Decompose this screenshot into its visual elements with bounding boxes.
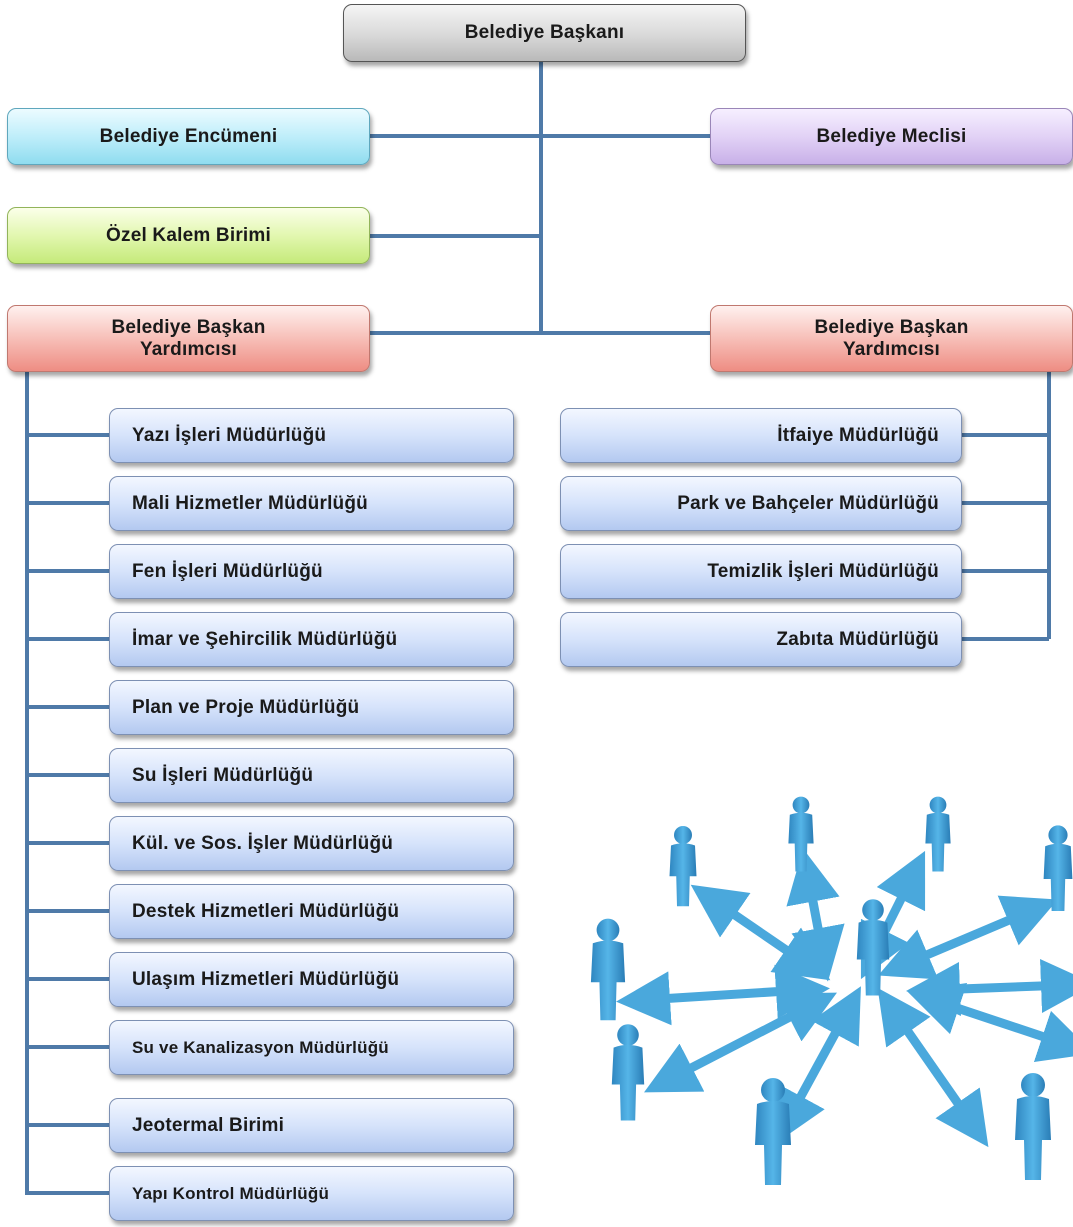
left-unit: Su ve Kanalizasyon Müdürlüğü (109, 1020, 514, 1075)
left-unit: Kül. ve Sos. İşler Müdürlüğü (109, 816, 514, 871)
left-unit-label: Destek Hizmetleri Müdürlüğü (132, 900, 400, 922)
deputy-right-line2: Yardımcısı (842, 338, 941, 360)
left-unit-label: Ulaşım Hizmetleri Müdürlüğü (132, 968, 400, 990)
deputy-left-line1: Belediye Başkan (111, 316, 266, 338)
left-unit: Yapı Kontrol Müdürlüğü (109, 1166, 514, 1221)
left-unit: Destek Hizmetleri Müdürlüğü (109, 884, 514, 939)
left-unit-label: Su İşleri Müdürlüğü (132, 764, 314, 786)
left-unit-label: Su ve Kanalizasyon Müdürlüğü (132, 1037, 389, 1057)
left-unit: Yazı İşleri Müdürlüğü (109, 408, 514, 463)
left-unit: Fen İşleri Müdürlüğü (109, 544, 514, 599)
left-unit-label: Fen İşleri Müdürlüğü (132, 560, 323, 582)
deputy-right-box: Belediye Başkan Yardımcısı (710, 305, 1073, 372)
ozel-kalem-label: Özel Kalem Birimi (106, 224, 271, 246)
left-unit: Jeotermal Birimi (109, 1098, 514, 1153)
people-network-icon (590, 796, 1073, 1185)
left-unit: Plan ve Proje Müdürlüğü (109, 680, 514, 735)
right-unit-label: Temizlik İşleri Müdürlüğü (707, 560, 939, 582)
left-unit-label: Kül. ve Sos. İşler Müdürlüğü (132, 832, 394, 854)
meclis-box: Belediye Meclisi (710, 108, 1073, 165)
left-unit: Ulaşım Hizmetleri Müdürlüğü (109, 952, 514, 1007)
encumen-label: Belediye Encümeni (99, 125, 278, 147)
deputy-right-line1: Belediye Başkan (814, 316, 969, 338)
left-unit-label: Mali Hizmetler Müdürlüğü (132, 492, 368, 514)
left-unit: İmar ve Şehircilik Müdürlüğü (109, 612, 514, 667)
deputy-left-line2: Yardımcısı (139, 338, 238, 360)
deputy-left-box: Belediye Başkan Yardımcısı (7, 305, 370, 372)
right-unit: Zabıta Müdürlüğü (560, 612, 962, 667)
right-unit: İtfaiye Müdürlüğü (560, 408, 962, 463)
mayor-label: Belediye Başkanı (464, 22, 625, 43)
right-unit-label: Park ve Bahçeler Müdürlüğü (677, 492, 939, 514)
right-unit: Temizlik İşleri Müdürlüğü (560, 544, 962, 599)
left-unit-label: Plan ve Proje Müdürlüğü (132, 696, 360, 718)
right-unit-label: Zabıta Müdürlüğü (776, 628, 939, 650)
right-unit: Park ve Bahçeler Müdürlüğü (560, 476, 962, 531)
left-unit-label: İmar ve Şehircilik Müdürlüğü (132, 628, 398, 650)
left-unit-label: Yazı İşleri Müdürlüğü (132, 424, 327, 446)
right-unit-label: İtfaiye Müdürlüğü (777, 424, 939, 446)
left-unit-label: Yapı Kontrol Müdürlüğü (132, 1183, 330, 1203)
meclis-label: Belediye Meclisi (816, 125, 967, 147)
left-unit: Su İşleri Müdürlüğü (109, 748, 514, 803)
ozel-kalem-box: Özel Kalem Birimi (7, 207, 370, 264)
encumen-box: Belediye Encümeni (7, 108, 370, 165)
left-unit: Mali Hizmetler Müdürlüğü (109, 476, 514, 531)
left-unit-label: Jeotermal Birimi (132, 1114, 285, 1136)
mayor-box: Belediye Başkanı (343, 4, 746, 62)
